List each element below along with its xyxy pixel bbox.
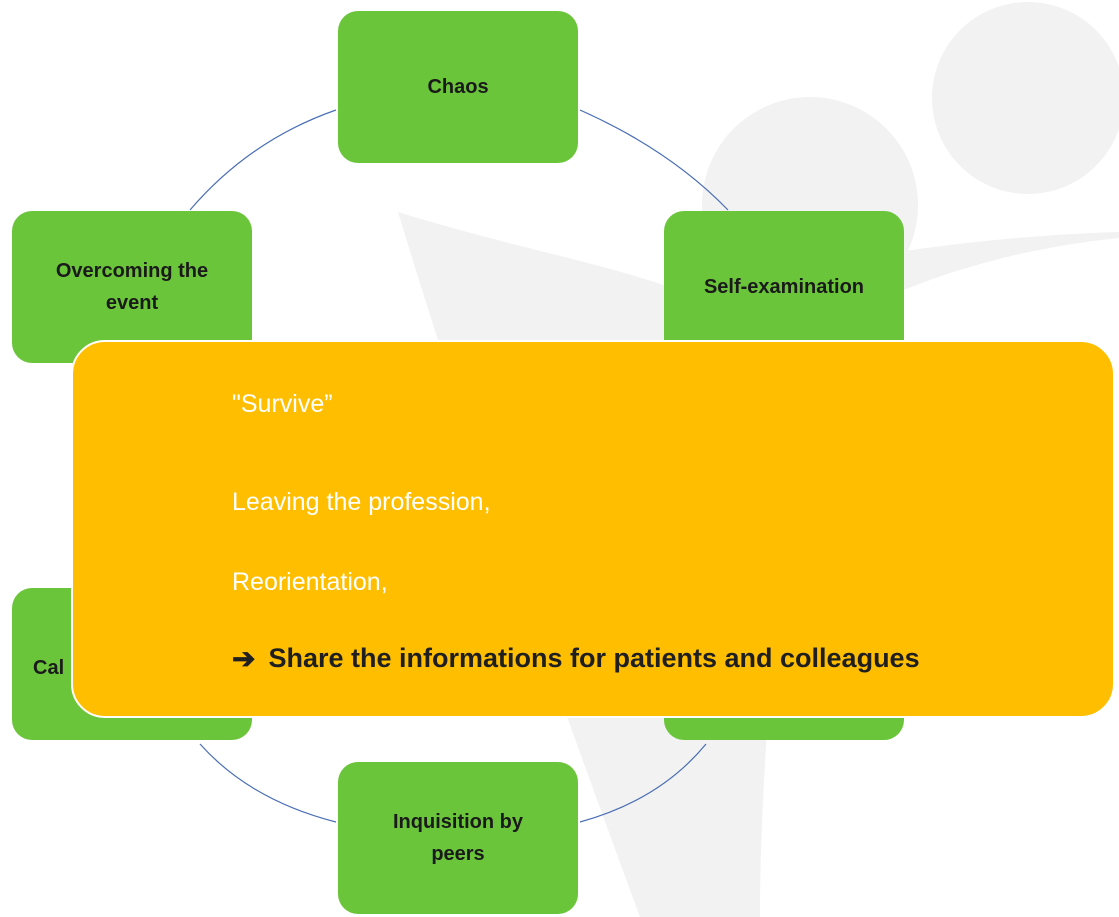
- node-inquisition-by-peers: Inquisition by peers: [338, 762, 578, 914]
- overlay-share-information-text: Share the informations for patients and …: [268, 643, 920, 673]
- overlay-leaving-profession-text: Leaving the profession,: [232, 488, 491, 516]
- node-overcoming-label: Overcoming the event: [55, 260, 209, 314]
- connector-chaos-self: [579, 109, 729, 211]
- node-chaos: Chaos: [338, 11, 578, 163]
- connector-inquisition-stand: [579, 743, 707, 823]
- connector-overcoming-chaos: [189, 109, 337, 211]
- overlay-share-information-line: ➔ Share the informations for patients an…: [232, 643, 920, 674]
- node-inquisition-label: Inquisition by peers: [393, 811, 523, 865]
- node-overcoming-the-event: Overcoming the event: [12, 211, 252, 363]
- connector-calling-inquisition: [199, 743, 337, 823]
- node-calling-label: Cal: [33, 657, 65, 679]
- logo-circle-right: [932, 2, 1119, 194]
- node-self-examination: Self-examination: [664, 211, 904, 363]
- arrow-right-icon: ➔: [232, 642, 256, 674]
- overlay-survive-text: "Survive”: [232, 390, 333, 418]
- survive-overlay-box: "Survive” Leaving the profession, Reorie…: [71, 340, 1115, 718]
- overlay-reorientation-text: Reorientation,: [232, 568, 388, 596]
- node-chaos-label: Chaos: [427, 76, 489, 98]
- node-self-examination-label: Self-examination: [703, 276, 865, 298]
